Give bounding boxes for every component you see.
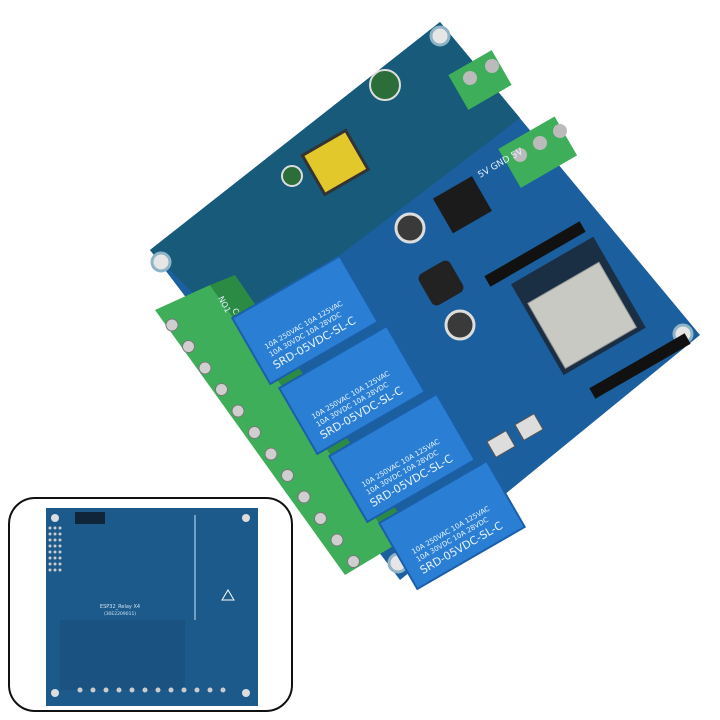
solder-pad xyxy=(155,687,161,693)
terminal-screw xyxy=(248,426,261,439)
solder-pad xyxy=(48,550,52,554)
solder-pad xyxy=(103,687,109,693)
solder-pad xyxy=(53,526,57,530)
terminal-screw xyxy=(281,469,294,482)
pin-header xyxy=(484,221,586,287)
capacitor xyxy=(369,69,401,101)
terminal-screw xyxy=(347,555,360,568)
pin-header xyxy=(589,333,691,399)
solder-pad xyxy=(58,556,62,560)
terminal-screw xyxy=(330,533,344,547)
solder-pad xyxy=(53,532,57,536)
terminal-screw xyxy=(215,383,228,396)
solder-pad xyxy=(48,544,52,548)
solder-pad xyxy=(48,568,52,572)
solder-pad xyxy=(181,687,187,693)
boot-button[interactable] xyxy=(486,430,516,458)
solder-pad xyxy=(53,562,57,566)
solder-pad xyxy=(220,687,226,693)
capacitor xyxy=(281,165,303,187)
transformer xyxy=(300,128,371,197)
solder-pad xyxy=(53,568,57,572)
back-board-label: ESP32_Relay X4 xyxy=(100,604,140,610)
solder-pad xyxy=(48,538,52,542)
solder-pad xyxy=(53,556,57,560)
solder-pad xyxy=(129,687,135,693)
solder-pad xyxy=(58,568,62,572)
solder-pad xyxy=(58,562,62,566)
solder-pad xyxy=(48,532,52,536)
esp32-module xyxy=(511,236,646,376)
solder-pad xyxy=(77,687,83,693)
terminal-screw xyxy=(264,447,278,461)
solder-pad xyxy=(48,526,52,530)
terminal-screw xyxy=(314,512,327,525)
solder-pad xyxy=(90,687,96,693)
solder-pad xyxy=(116,687,122,693)
solder-pad xyxy=(58,526,62,530)
solder-pad xyxy=(194,687,200,693)
back-view-inset: ESP32_Relay X4 (30E2209011) xyxy=(8,497,293,712)
solder-pad xyxy=(48,562,52,566)
terminal-screw xyxy=(231,404,245,418)
solder-pad xyxy=(53,550,57,554)
power-terminal: 5V GND 5V xyxy=(448,50,578,188)
solder-pad xyxy=(53,538,57,542)
inductor xyxy=(418,260,464,306)
reset-button[interactable] xyxy=(514,413,544,441)
solder-pad xyxy=(53,544,57,548)
terminal-screw xyxy=(165,318,179,332)
terminal-screw xyxy=(182,340,195,353)
back-board-sublabel: (30E2209011) xyxy=(104,611,136,617)
mount-hole xyxy=(429,25,451,47)
pcb-front xyxy=(150,22,700,580)
mount-hole xyxy=(150,251,172,273)
solder-pad xyxy=(58,532,62,536)
solder-pad xyxy=(48,556,52,560)
capacitor xyxy=(394,212,426,244)
solder-pad xyxy=(168,687,174,693)
solder-pad xyxy=(58,544,62,548)
voltage-regulator xyxy=(432,176,492,234)
solder-pad xyxy=(58,550,62,554)
solder-pad xyxy=(58,538,62,542)
terminal-screw xyxy=(198,361,212,375)
terminal-screw xyxy=(297,490,311,504)
capacitor xyxy=(444,309,476,341)
solder-pad xyxy=(142,687,148,693)
solder-pad xyxy=(207,687,213,693)
